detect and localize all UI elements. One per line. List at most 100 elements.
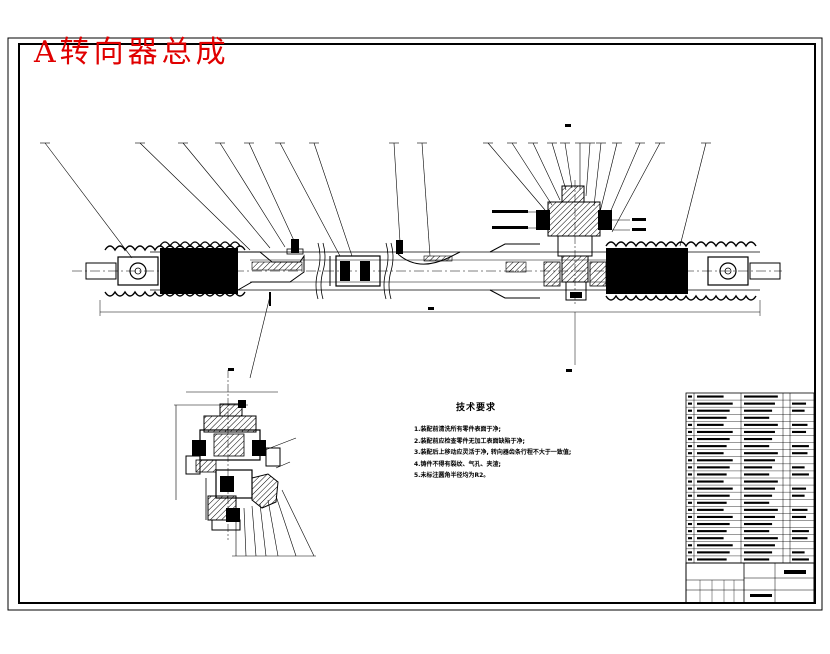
section-view-a — [174, 368, 316, 557]
table-row-number-mark — [688, 445, 692, 448]
table-row-number-mark — [688, 537, 692, 540]
table-cell-mark — [792, 530, 809, 533]
table-cell-mark — [744, 452, 778, 455]
cylinder-piston — [335, 255, 381, 287]
right-bellows — [605, 241, 757, 301]
table-cell-mark — [792, 551, 805, 554]
table-cell-mark — [792, 402, 807, 405]
left-mount-bracket — [237, 251, 305, 291]
pinion-valve-housing — [536, 180, 612, 305]
table-cell-mark — [744, 402, 775, 405]
table-cell-mark — [792, 558, 809, 561]
table-cell-mark — [744, 558, 770, 561]
table-cell-mark — [792, 515, 807, 519]
table-cell-mark — [697, 459, 733, 462]
part-leader-lines — [40, 142, 711, 259]
parts-list-rows — [686, 395, 814, 561]
table-cell-mark — [697, 508, 724, 511]
table-cell-mark — [697, 558, 727, 561]
table-cell-mark — [697, 530, 727, 533]
table-cell-mark — [792, 452, 808, 455]
table-cell-mark — [792, 473, 809, 476]
tech-requirement-item: 1.装配前清洗所有零件表面于净; — [414, 426, 501, 433]
table-cell-mark — [697, 402, 733, 405]
table-cell-mark — [744, 544, 775, 547]
table-row-number-mark — [688, 466, 692, 469]
table-cell-mark — [697, 452, 724, 455]
inner-frame — [18, 43, 816, 604]
table-cell-mark — [792, 409, 805, 412]
table-row-number-mark — [688, 437, 692, 441]
table-row-number-mark — [688, 459, 692, 462]
table-cell-mark — [792, 445, 809, 448]
table-cell-mark — [697, 537, 724, 540]
drawing-title: A转向器总成 — [34, 35, 230, 70]
table-cell-mark — [744, 501, 770, 504]
table-row-number-mark — [688, 501, 692, 504]
left-bolt — [291, 239, 299, 253]
table-row-number-mark — [688, 452, 692, 455]
table-cell-mark — [744, 409, 773, 412]
table-row-number-mark — [688, 515, 692, 519]
table-cell-mark — [697, 494, 730, 497]
table-cell-mark — [697, 423, 724, 426]
table-cell-mark — [697, 445, 727, 448]
leader-tags — [492, 210, 646, 231]
left-tie-rod — [85, 262, 117, 280]
title-block — [685, 562, 815, 604]
table-cell-mark — [744, 445, 770, 448]
table-cell-mark — [697, 473, 727, 476]
table-cell-mark — [792, 508, 808, 511]
table-cell-mark — [744, 416, 770, 419]
table-cell-mark — [697, 430, 733, 434]
table-cell-mark — [744, 437, 773, 441]
tech-requirement-item: 4.铸件不得有裂纹、气孔、夹渣; — [414, 460, 501, 468]
table-cell-mark — [744, 551, 773, 554]
table-row-number-mark — [688, 395, 692, 398]
table-cell-mark — [697, 487, 733, 490]
table-row-number-mark — [688, 430, 692, 434]
table-row-number-mark — [688, 416, 692, 419]
table-row-number-mark — [688, 494, 692, 497]
tech-requirements-list: 1.装配前清洗所有零件表面于净; 2.装配前应检查零件无加工表面缺陷于净; 3.… — [414, 424, 571, 482]
table-cell-mark — [697, 466, 730, 469]
table-cell-mark — [744, 508, 778, 511]
table-cell-mark — [744, 522, 773, 526]
table-row-number-mark — [688, 508, 692, 511]
main-assembly-view — [72, 124, 782, 379]
table-cell-mark — [697, 501, 727, 504]
right-tie-rod — [749, 262, 781, 280]
right-ball-joint — [707, 256, 749, 286]
table-cell-mark — [697, 395, 724, 398]
table-row-number-mark — [688, 551, 692, 554]
tech-requirement-item: 3.装配后上移动应灵活于净, 转向器齿条行程不大于一致值; — [414, 449, 572, 456]
table-cell-mark — [697, 480, 724, 483]
left-bellows — [104, 241, 246, 297]
table-cell-mark — [744, 423, 778, 426]
tech-requirements-heading: 技术要求 — [456, 403, 497, 413]
table-row-number-mark — [688, 480, 692, 483]
table-row-number-mark — [688, 544, 692, 547]
table-cell-mark — [697, 515, 733, 519]
middle-bolt — [396, 240, 403, 254]
table-row-number-mark — [688, 558, 692, 561]
table-cell-mark — [744, 466, 773, 469]
table-row-number-mark — [688, 487, 692, 490]
table-cell-mark — [744, 537, 778, 540]
table-cell-mark — [697, 522, 730, 526]
tech-requirement-item: 2.装配前应检查零件无加工表面缺陷于净; — [414, 437, 525, 445]
table-row-number-mark — [688, 423, 692, 426]
table-cell-mark — [697, 416, 727, 419]
table-cell-mark — [697, 551, 730, 554]
table-cell-mark — [792, 423, 808, 426]
table-cell-mark — [744, 395, 778, 398]
table-cell-mark — [697, 544, 733, 547]
table-row-number-mark — [688, 402, 692, 405]
table-cell-mark — [744, 459, 775, 462]
table-cell-mark — [792, 430, 807, 434]
table-cell-mark — [744, 430, 775, 434]
table-cell-mark — [744, 494, 773, 497]
outer-frame — [7, 37, 823, 611]
table-row-number-mark — [688, 530, 692, 533]
